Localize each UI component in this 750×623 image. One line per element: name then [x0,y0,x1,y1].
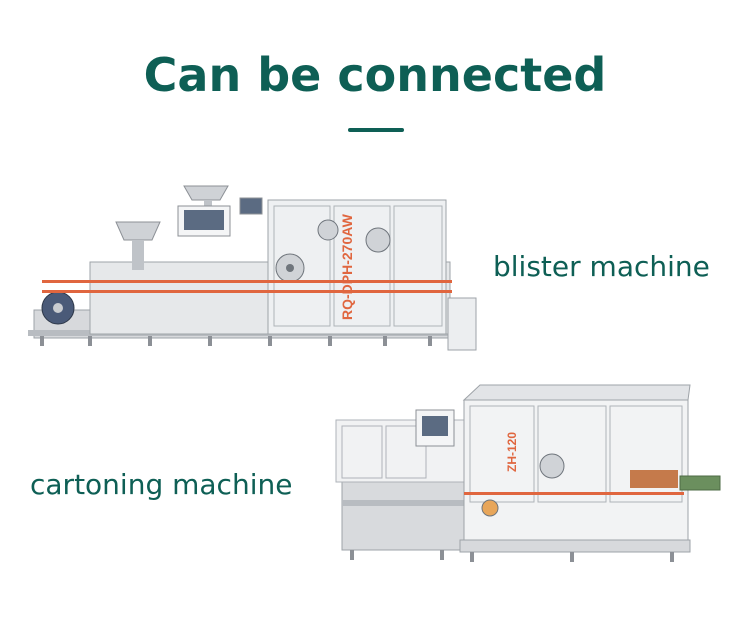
cartoning-machine-image: ZH-120 [335,384,721,562]
page-title: Can be connected [143,48,607,102]
title-underline [348,128,404,132]
cartoning-model-marking: ZH-120 [505,432,519,472]
blister-machine-label: blister machine [493,250,710,283]
blister-machine-image: RQ-DPH-270AW [28,185,477,351]
cartoning-machine-label: cartoning machine [30,468,293,501]
blister-model-marking: RQ-DPH-270AW [339,213,355,320]
